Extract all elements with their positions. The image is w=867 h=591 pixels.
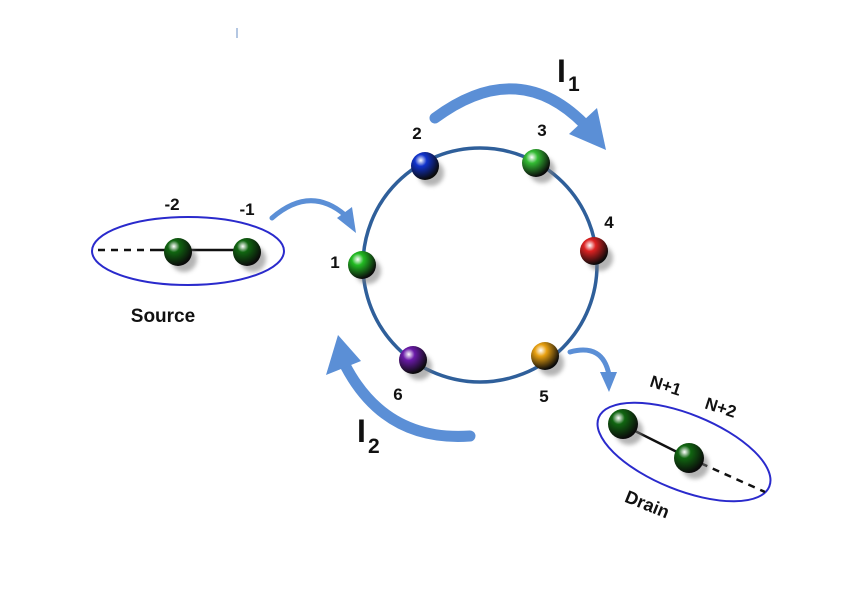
drain-site-label-upper: N+1 xyxy=(648,372,684,400)
current-i2-main: I xyxy=(357,413,366,449)
ring xyxy=(361,146,599,384)
ring-site-3: 3 xyxy=(522,121,555,183)
ring-site-label-6: 6 xyxy=(393,385,402,404)
drain-site-upper xyxy=(608,409,643,445)
drain-site-label-lower: N+2 xyxy=(703,394,739,422)
ring-site-label-5: 5 xyxy=(539,387,548,406)
ring-site-label-4: 4 xyxy=(604,213,614,232)
arrow-source-to-ring xyxy=(269,198,356,233)
source-site-left xyxy=(164,238,197,272)
current-label-i2: I 2 xyxy=(357,413,380,458)
ring-site-label-3: 3 xyxy=(537,121,546,140)
ring-site-5: 5 xyxy=(531,342,564,406)
source-site-label-left: -2 xyxy=(164,195,179,214)
drain-site-lower xyxy=(674,443,709,479)
arrow-i1 xyxy=(429,83,606,150)
ring-site-1: 1 xyxy=(330,251,381,284)
ring-site-2: 2 xyxy=(411,124,444,186)
drain-ellipse xyxy=(596,401,772,503)
arrow-ring-to-drain xyxy=(567,347,617,392)
source-lead: -2 -1 Source xyxy=(91,195,285,327)
source-ellipse xyxy=(91,216,285,286)
arrow-i2 xyxy=(326,335,476,442)
current-label-i1: I 1 xyxy=(557,53,580,96)
ring-site-label-2: 2 xyxy=(412,124,421,143)
ring-site-4: 4 xyxy=(580,213,614,271)
source-label: Source xyxy=(131,306,195,327)
current-i1-main: I xyxy=(557,53,566,89)
current-i2-sub: 2 xyxy=(368,435,380,458)
drain-lead: N+1 N+2 Drain xyxy=(596,372,772,523)
ring-site-label-1: 1 xyxy=(330,253,339,272)
source-site-right xyxy=(233,238,266,272)
source-site-label-right: -1 xyxy=(239,200,254,219)
drain-label: Drain xyxy=(622,487,672,523)
ring-site-6: 6 xyxy=(393,346,432,404)
current-i1-sub: 1 xyxy=(568,73,580,96)
